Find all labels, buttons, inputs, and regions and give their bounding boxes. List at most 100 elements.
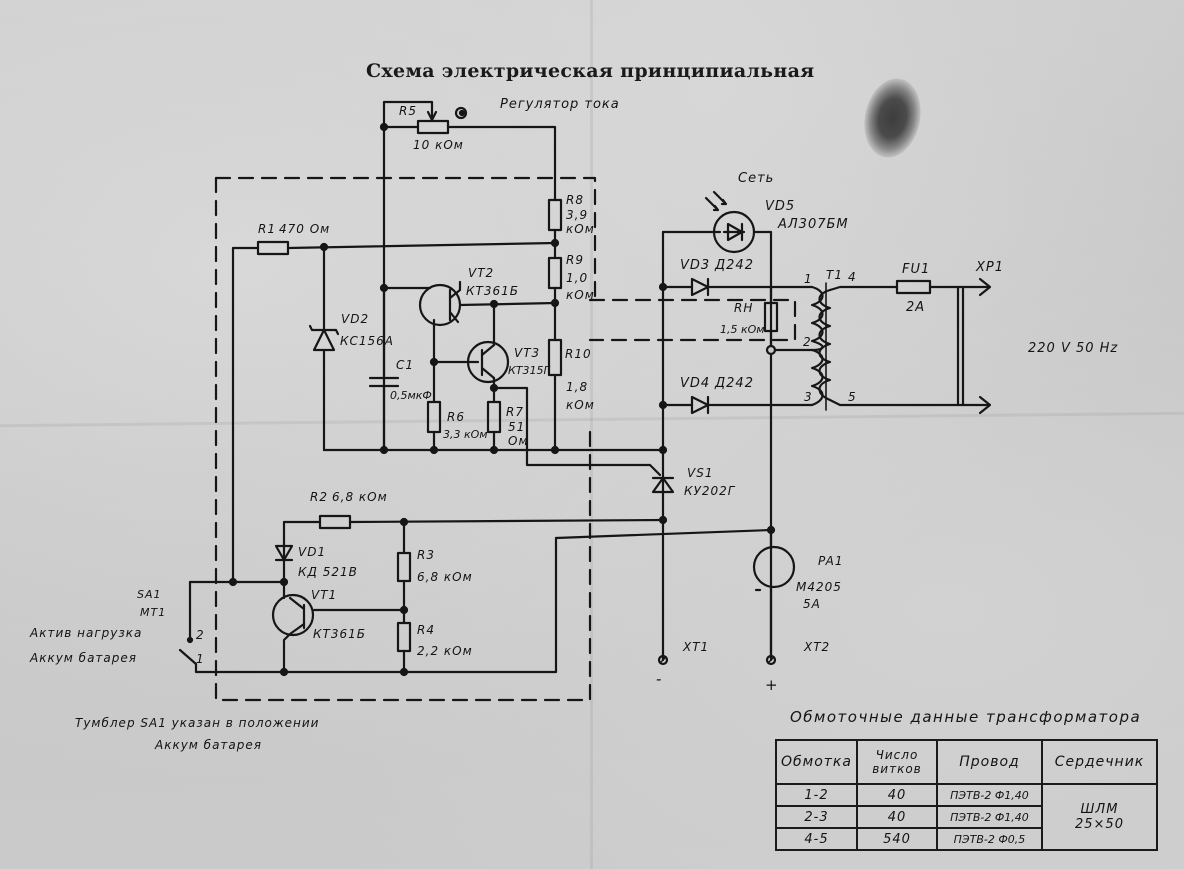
pa1-range: 5А	[803, 597, 821, 611]
r1-ref: R1	[258, 222, 276, 236]
vd4-part: Д242	[715, 376, 754, 391]
vt3-ref: VT3	[514, 346, 541, 360]
cell-core: ШЛМ 25×50	[1040, 783, 1158, 851]
r9-value-2: кОм	[566, 288, 595, 302]
table-header: Провод	[935, 739, 1043, 785]
r2-value: 6,8 кОм	[332, 490, 388, 504]
r7-value-1: 51	[508, 420, 526, 434]
cell-wire: ПЭТВ-2 Ф0,5	[935, 827, 1043, 851]
rh-value: 1,5 кОм	[720, 323, 765, 336]
t1-transformer	[810, 282, 990, 411]
xt2-terminal	[765, 654, 777, 666]
fu1-value: 2А	[906, 300, 926, 315]
r7-value-2: Ом	[508, 434, 529, 448]
sa1-switch	[178, 577, 289, 674]
vt3-part: КТ315Г	[508, 364, 550, 377]
t1-pin-4: 4	[848, 270, 857, 284]
r5-value: 10 кОм	[413, 138, 464, 152]
vd4-ref: VD4	[680, 376, 711, 391]
xp1-ref: XP1	[976, 260, 1005, 275]
gate-wire	[492, 386, 662, 477]
switch-note-line2: Аккум батарея	[155, 738, 262, 752]
vt2-transistor	[382, 280, 557, 362]
vd1-part: КД 521В	[298, 565, 358, 579]
t1-ref: T1	[826, 268, 843, 282]
vt1-part: КТ361Б	[313, 627, 366, 641]
fu1-ref: FU1	[902, 262, 931, 277]
table-row: 2-3 40 ПЭТВ-2 Ф1,40	[775, 805, 1157, 829]
vs1-ref: VS1	[687, 466, 714, 480]
winding-table: Обмотка Число витков Провод Сердечник 1-…	[775, 739, 1158, 851]
r3-ref: R3	[417, 548, 435, 562]
r10-value-2: кОм	[566, 398, 595, 412]
r4-ref: R4	[417, 623, 435, 637]
core-size: 25×50	[1074, 817, 1124, 832]
fu1-fuse	[895, 279, 990, 295]
vd1-ref: VD1	[298, 545, 327, 559]
table-header: Сердечник	[1040, 739, 1158, 785]
r10-ref: R10	[565, 347, 592, 361]
winding-table-title: Обмоточные данные трансформатора	[790, 708, 1142, 726]
cell-turns: 540	[855, 827, 938, 851]
vd3-ref: VD3	[680, 258, 711, 273]
vd2-part: КС156А	[340, 334, 395, 348]
r6-value: 3,3 кОм	[443, 428, 488, 441]
table-header-row: Обмотка Число витков Провод Сердечник	[775, 739, 1158, 785]
diagram-title: Схема электрическая принципиальная	[366, 60, 815, 82]
r3-r4-resistors	[396, 520, 412, 677]
sa1-part: МТ1	[140, 606, 167, 619]
r9-value-1: 1,0	[566, 271, 589, 285]
xt1-polarity: -	[656, 670, 663, 688]
c1-ref: C1	[396, 358, 415, 372]
r6-ref: R6	[447, 410, 465, 424]
cell-winding: 2-3	[775, 805, 858, 829]
cell-wire: ПЭТВ-2 Ф1,40	[935, 783, 1043, 807]
paper-crease	[590, 0, 593, 869]
cell-wire: ПЭТВ-2 Ф1,40	[935, 805, 1043, 829]
r2-resistor	[282, 514, 665, 584]
r2-ref: R2	[310, 490, 328, 504]
table-header: Обмотка	[775, 739, 858, 785]
xp1-plug	[956, 277, 992, 415]
pa1-ammeter	[752, 545, 796, 592]
vt1-ref: VT1	[311, 588, 338, 602]
t1-pin-5: 5	[848, 390, 857, 404]
cell-winding: 1-2	[775, 783, 858, 807]
r10-value-1: 1,8	[566, 380, 589, 394]
vd1-diode	[274, 544, 294, 562]
vs1-thyristor	[651, 476, 675, 494]
sa1-pos2: 2	[196, 628, 205, 642]
r9-ref: R9	[566, 253, 584, 267]
t1-pin-2: 2	[803, 335, 812, 349]
xt1-terminal	[657, 654, 669, 666]
core-type: ШЛМ	[1080, 802, 1119, 817]
cell-winding: 4-5	[775, 827, 858, 851]
cell-turns: 40	[855, 783, 938, 807]
r1-value: 470 Ом	[279, 222, 331, 236]
t1-pin-1: 1	[804, 272, 813, 286]
r1-line	[231, 240, 557, 584]
c1-capacitor	[368, 283, 400, 455]
vt2-part: КТ361Б	[466, 284, 519, 298]
cell-turns: 40	[855, 805, 938, 829]
switch-note-line1: Тумблер SA1 указан в положении	[75, 716, 320, 730]
vd5-led	[661, 190, 773, 347]
xt1-ref: XT1	[683, 640, 710, 654]
pa1-part: М4205	[796, 580, 842, 594]
vd3-part: Д242	[715, 258, 754, 273]
sa1-label-battery: Аккум батарея	[30, 651, 137, 665]
sa1-label-load: Актив нагрузка	[30, 626, 143, 640]
regulator-note: Регулятор тока	[500, 97, 620, 112]
knob-icon	[454, 106, 468, 120]
mains-label: 220 V 50 Hz	[1028, 341, 1119, 356]
vd4-diode	[661, 395, 814, 415]
vd5-note: Сеть	[738, 171, 775, 186]
xt2-polarity: +	[765, 676, 780, 694]
vd5-part: АЛ307БМ	[778, 217, 849, 232]
divider-chain	[547, 198, 563, 455]
t1-pin-3: 3	[804, 390, 813, 404]
r6-resistor	[426, 360, 442, 455]
r8-value-1: 3,9	[566, 208, 589, 222]
sa1-ref: SA1	[137, 588, 162, 601]
